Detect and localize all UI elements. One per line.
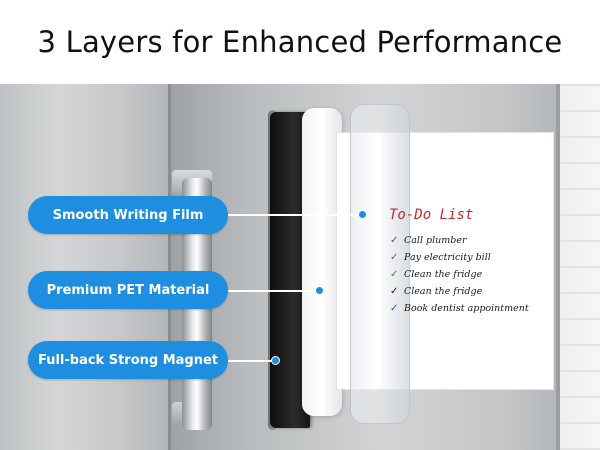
fridge-left-door — [0, 84, 170, 450]
checkmark-icon: ✓ — [390, 269, 399, 280]
todo-item: ✓ Call plumber — [390, 232, 552, 249]
pointer-dot-magnet — [271, 356, 280, 365]
todo-item-text: Call plumber — [404, 235, 467, 246]
checkmark-icon: ✓ — [390, 303, 399, 314]
checkmark-icon: ✓ — [390, 235, 399, 246]
todo-list: ✓ Call plumber ✓ Pay electricity bill ✓ … — [390, 232, 552, 317]
product-scene: To-Do List ✓ Call plumber ✓ Pay electric… — [0, 84, 600, 450]
layer-label-film: Smooth Writing Film — [28, 196, 228, 234]
layer-label-pet: Premium PET Material — [28, 271, 228, 309]
leader-line-film — [228, 214, 363, 216]
todo-item-text: Clean the fridge — [404, 269, 483, 280]
pointer-dot-pet — [315, 286, 324, 295]
leader-line-magnet — [228, 360, 276, 362]
todo-item-text: Pay electricity bill — [404, 252, 491, 263]
todo-item-text: Book dentist appointment — [404, 303, 529, 314]
todo-title: To-Do List — [389, 207, 474, 223]
door-gap — [168, 84, 171, 450]
todo-item: ✓ Pay electricity bill — [390, 249, 552, 266]
pet-layer — [302, 108, 342, 416]
checkmark-icon: ✓ — [390, 286, 399, 297]
leader-line-pet — [228, 290, 320, 292]
todo-item: ✓ Book dentist appointment — [390, 300, 552, 317]
page-title: 3 Layers for Enhanced Performance — [37, 25, 563, 59]
door-edge — [556, 84, 560, 450]
writing-film-layer — [350, 104, 410, 424]
pointer-dot-film — [358, 210, 367, 219]
todo-item: ✓ Clean the fridge — [390, 283, 552, 300]
todo-item: ✓ Clean the fridge — [390, 266, 552, 283]
checkmark-icon: ✓ — [390, 252, 399, 263]
header: 3 Layers for Enhanced Performance — [0, 0, 600, 84]
layer-label-magnet: Full-back Strong Magnet — [28, 341, 228, 379]
todo-item-text: Clean the fridge — [404, 286, 483, 297]
